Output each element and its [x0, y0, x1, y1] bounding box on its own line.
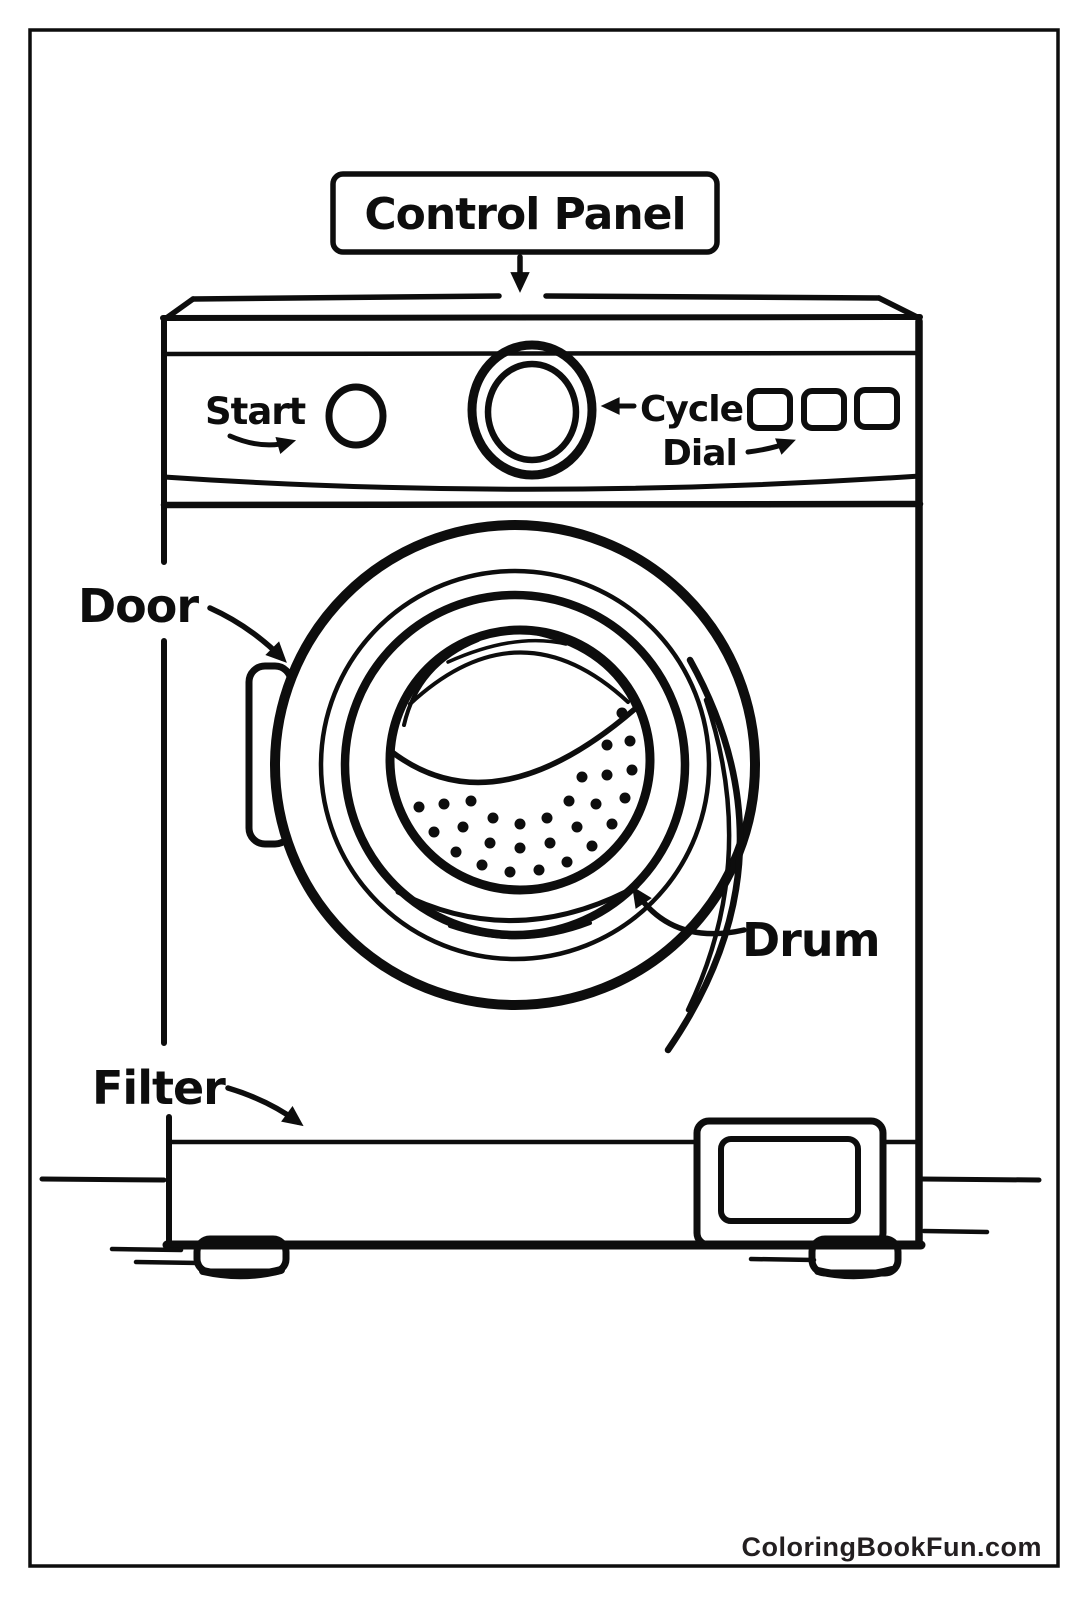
door-bottom-arc-2: [448, 921, 592, 940]
washer-top: [160, 293, 923, 322]
filter-label: Filter: [92, 1061, 226, 1115]
door-assembly: [270, 520, 760, 1054]
door-arrow: [207, 605, 287, 663]
drum-highlight-arc-2: [446, 638, 568, 664]
drum-arrow: [632, 886, 747, 937]
door-ring-inner: [340, 590, 690, 940]
ground-stroke-left-1: [109, 1246, 184, 1253]
footer-website: ColoringBookFun.com: [742, 1532, 1042, 1562]
cycle-dial-knob: [467, 340, 597, 480]
control-panel-strip: Start Cycle Dial: [160, 340, 924, 509]
body-left-edge: [161, 318, 172, 1248]
drum-glass-curve-lower: [389, 705, 639, 786]
page-border: [28, 28, 1060, 1568]
drum-opening: [385, 625, 655, 895]
filter-arrow: [225, 1085, 304, 1127]
drum-callout: Drum: [632, 886, 881, 967]
indicator-light-1: [747, 388, 793, 431]
dial-label: Dial: [662, 433, 737, 474]
panel-trim-line: [160, 500, 924, 509]
cycle-label: Cycle: [640, 389, 743, 430]
indicator-light-3: [854, 387, 900, 430]
filter-access-door: [693, 1117, 887, 1249]
drum-highlight-arc-3: [402, 638, 480, 727]
panel-top-line: [162, 350, 922, 357]
drum-glass-curve-upper: [535, 630, 639, 711]
indicator-light-2: [801, 388, 847, 431]
door-glass-reflection: [664, 656, 744, 1054]
panel-bottom-curve: [161, 473, 923, 492]
start-label: Start: [205, 390, 306, 433]
start-button: [325, 383, 387, 449]
ground-stroke-left-2: [133, 1259, 202, 1266]
drum-perforations: [413, 707, 638, 878]
door-ring-thin: [318, 568, 712, 962]
ground-lines: [39, 1176, 1042, 1266]
dial-arrow: [745, 438, 796, 455]
control-panel-label: Control Panel: [364, 189, 685, 240]
start-arrow: [227, 433, 297, 454]
ground-stroke-right-2: [748, 1256, 817, 1263]
ground-line-left: [39, 1176, 167, 1183]
door-label: Door: [78, 579, 199, 633]
drum-highlight-arc-1: [408, 650, 630, 706]
control-panel-label-box: Control Panel: [330, 171, 720, 255]
ground-stroke-right-1: [921, 1228, 990, 1235]
door-callout: Door: [78, 579, 287, 663]
door-bottom-arc-1: [395, 883, 640, 924]
filter-callout: Filter: [92, 1061, 304, 1127]
ground-line-right: [918, 1176, 1042, 1183]
drum-label: Drum: [742, 913, 880, 967]
